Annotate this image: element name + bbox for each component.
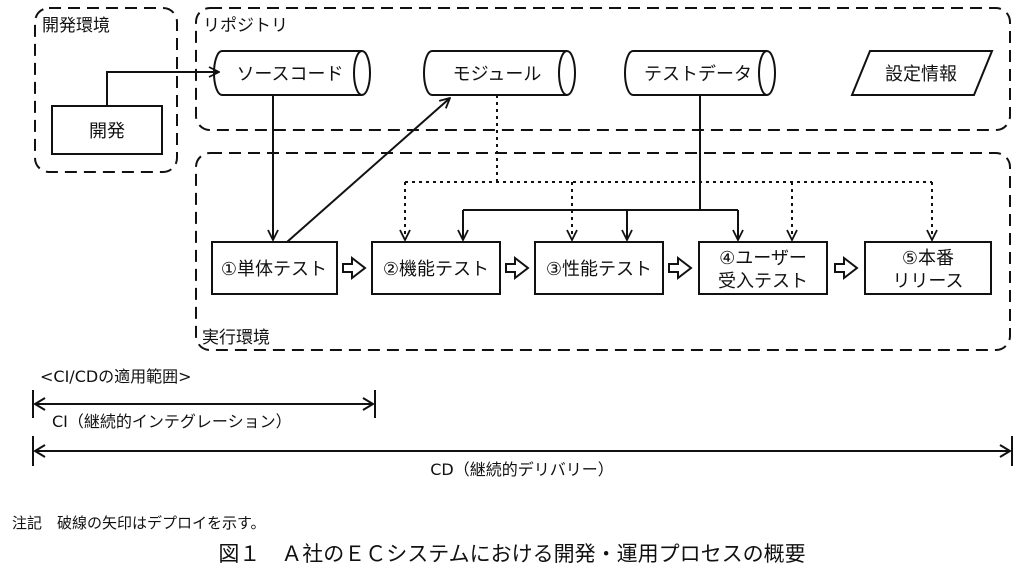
ci-range-arrow [32,390,376,418]
source-code-label: ソースコード [236,64,343,85]
config-info-label: 設定情報 [885,64,957,85]
stage-arrow-4-5 [834,255,859,281]
stage-production-release-box [864,241,992,295]
scope-title: <CI/CDの適用範囲> [40,367,192,386]
dev-env-label: 開発環境 [42,16,110,36]
repository-label: リポジトリ [203,16,288,36]
stage-unit-test-label: ①単体テスト [221,259,327,280]
stage-arrow-2-3 [505,255,530,281]
test-data-label: テストデータ [644,64,752,85]
test-data-distribution [463,95,738,240]
exec-env-label: 実行環境 [202,328,270,348]
figure-caption: 図１ Ａ社のＥＣシステムにおける開発・運用プロセスの概要 [218,542,805,566]
stage-arrow-1-2 [342,255,367,281]
dev-box [51,105,163,155]
dev-box-label: 開発 [89,121,125,142]
stage-production-release-label-1: ⑤本番 [902,248,954,269]
unit-test-to-module-arrow [286,98,450,243]
stage-unit-test-box [211,241,338,295]
dev-to-source-code-arrow [106,72,219,106]
stage-user-acceptance-test-box [698,241,828,295]
test-data-storage: テストデータ [624,50,776,96]
config-info-data: 設定情報 [850,50,994,96]
stage-function-test-label: ②機能テスト [383,259,489,280]
stage-arrow-3-4 [668,255,693,281]
footnote: 注記 破線の矢印はデプロイを示す。 [12,514,266,532]
module-storage: モジュール [423,50,576,96]
stage-performance-test-box [534,241,664,295]
cd-label: CD（継続的デリバリー） [430,460,614,479]
cd-range-arrow [32,436,1013,466]
stage-function-test-box [371,241,501,295]
stage-production-release-label-2: リリース [892,271,963,292]
repository-region [195,7,1011,131]
stage-user-acceptance-test-label-1: ④ユーザー [719,248,807,269]
dev-env-region [34,7,178,173]
stage-performance-test-label: ③性能テスト [546,259,652,280]
ci-label: CI（継続的インテグレーション） [52,412,292,431]
exec-env-region [195,152,1011,351]
source-code-storage: ソースコード [213,50,371,96]
module-deploy-arrows [405,95,932,240]
module-label: モジュール [453,64,542,85]
stage-user-acceptance-test-label-2: 受入テスト [718,271,808,292]
